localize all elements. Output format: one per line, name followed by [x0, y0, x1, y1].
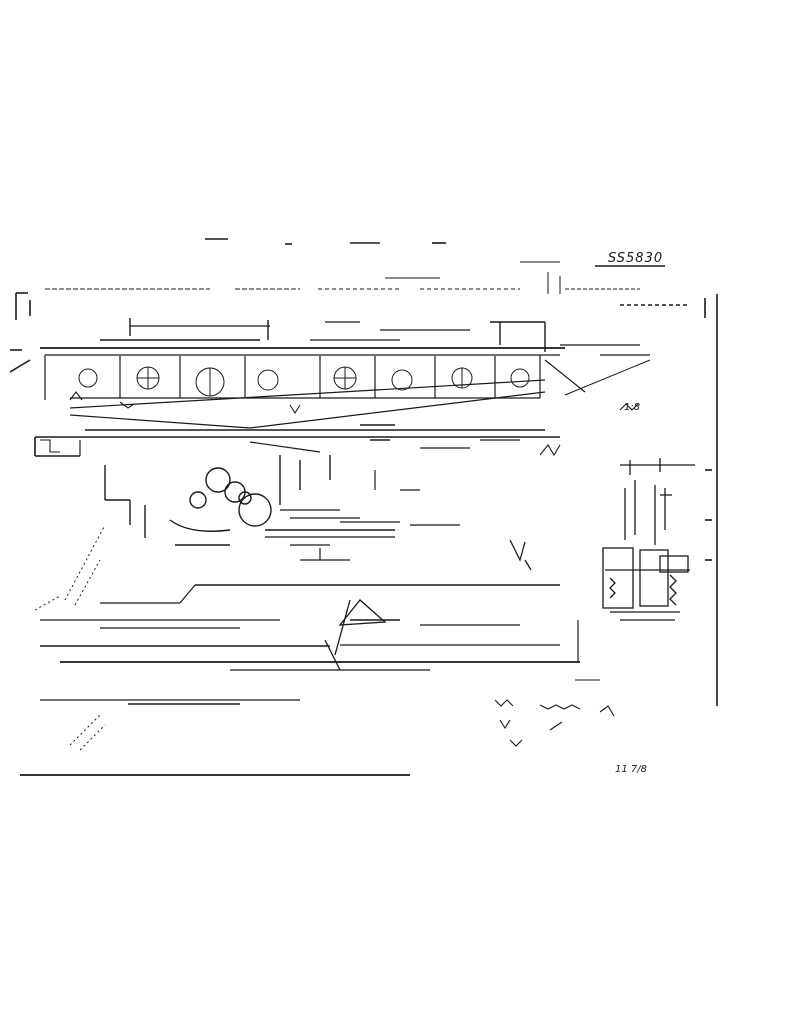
lower-mechanism — [104, 455, 331, 546]
lower-right-marks — [494, 679, 615, 747]
main-beam — [40, 318, 650, 356]
right-border — [620, 294, 718, 706]
drawing-number: SS5830 — [608, 251, 663, 266]
left-border — [9, 292, 31, 373]
wedge-mark — [324, 539, 532, 671]
scale-note: 1:8 — [624, 402, 640, 413]
lower-lines — [20, 584, 580, 776]
left-hatching — [34, 524, 106, 751]
shaft-lines — [265, 470, 460, 561]
dimension-note: 11 7/8 — [615, 764, 647, 775]
lower-chord — [34, 359, 651, 457]
top-marks — [205, 238, 446, 245]
right-section-detail — [602, 458, 695, 621]
side-elevation — [44, 354, 560, 400]
side-elevation-circles — [78, 366, 530, 397]
title-strip — [45, 261, 640, 294]
handwritten-marks — [40, 391, 639, 457]
